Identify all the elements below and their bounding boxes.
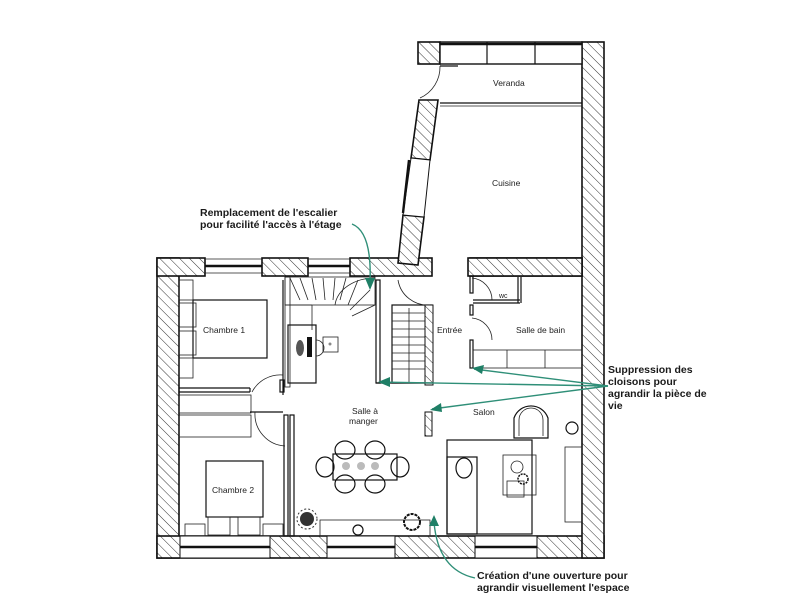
wall-stub: [424, 411, 433, 437]
annotation-arrows: [351, 223, 609, 579]
annotation-escalier-line2: pour facilité l'accès à l'étage: [200, 219, 342, 231]
annotation-cloisons-line2: cloisons pour: [608, 376, 677, 388]
salon-furniture: [446, 405, 583, 535]
windows: [179, 41, 583, 559]
room-label-salle-de-bain: Salle de bain: [516, 325, 565, 335]
room-label-chambre1: Chambre 1: [203, 325, 245, 335]
room-label-salon: Salon: [473, 407, 495, 417]
chambre2-walls: [250, 411, 295, 537]
annotation-cloisons: Suppression des cloisons pour agrandir l…: [608, 364, 707, 412]
closet: [178, 394, 252, 414]
annotation-ouverture-line2: agrandir visuellement l'espace: [477, 582, 630, 594]
annotation-cloisons-line1: Suppression des: [608, 364, 693, 376]
room-label-salle-a-manger-2: manger: [349, 416, 378, 426]
veranda-door: [419, 65, 441, 99]
chambre1-walls: [179, 280, 285, 395]
plant-icon: [296, 508, 318, 530]
dining-table: [315, 440, 410, 494]
annotation-cloisons-line4: vie: [608, 400, 623, 412]
annotation-escalier: Remplacement de l'escalier pour facilité…: [200, 207, 342, 231]
desk: [287, 324, 339, 384]
room-label-salle-a-manger-1: Salle à: [352, 406, 378, 416]
spiral-staircase: [284, 276, 376, 388]
room-label-wc: wc: [498, 293, 508, 300]
bed-chambre2: [184, 460, 284, 537]
wc-bath-walls: [469, 275, 583, 369]
annotation-ouverture: Création d'une ouverture pour agrandir v…: [477, 570, 629, 594]
annotation-ouverture-line1: Création d'une ouverture pour: [477, 570, 628, 582]
annotation-escalier-line1: Remplacement de l'escalier: [200, 207, 338, 219]
sideboard: [319, 519, 431, 537]
plant-icon: [403, 513, 421, 531]
room-label-entree: Entrée: [437, 325, 462, 335]
annotation-cloisons-line3: agrandir la pièce de: [608, 388, 707, 400]
bed-chambre1: [178, 279, 268, 379]
straight-staircase: [375, 279, 434, 386]
room-label-chambre2: Chambre 2: [212, 485, 254, 495]
room-label-cuisine: Cuisine: [492, 178, 521, 188]
room-label-veranda: Veranda: [493, 78, 525, 88]
